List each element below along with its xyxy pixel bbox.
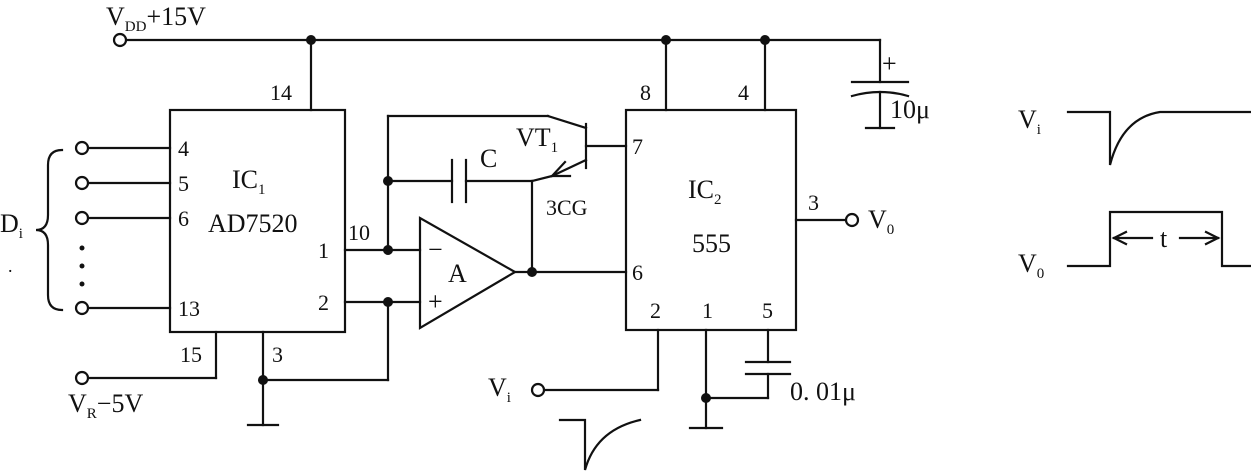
ic1-pin6: 6 xyxy=(178,206,189,231)
ic1-pin13: 13 xyxy=(178,296,200,321)
ic2-box xyxy=(624,108,798,332)
ic1-name: IC1 xyxy=(232,165,266,198)
opamp-plus: + xyxy=(428,287,443,316)
digital-inputs xyxy=(35,140,172,316)
ic1-box xyxy=(168,108,347,334)
ic2-name: IC2 xyxy=(688,175,722,208)
vt1-label: VT1 xyxy=(516,123,558,156)
cap-10u-label: 10μ xyxy=(890,95,930,124)
vdd-label: VDD+15V xyxy=(106,2,206,35)
ic1-pin14: 14 xyxy=(270,80,292,105)
vt1-type: 3CG xyxy=(546,195,588,220)
wave-vo-label: V0 xyxy=(1018,249,1044,282)
d-input-4[interactable] xyxy=(74,140,90,156)
ic2-pin4: 4 xyxy=(738,80,749,105)
vdd-rail xyxy=(112,32,882,48)
ic1-pin15: 15 xyxy=(180,342,202,367)
pulse-width-label: t xyxy=(1160,224,1168,253)
vi-trigger-label: Vi xyxy=(488,373,511,406)
ic1-part: AD7520 xyxy=(208,209,298,238)
opamp-name: A xyxy=(448,259,467,288)
cap-c-label: C xyxy=(480,144,497,173)
d-input-13[interactable] xyxy=(74,300,90,316)
digital-input-dot: . xyxy=(8,256,13,276)
ic1-pin10: 10 xyxy=(348,220,370,245)
ic1-pin2: 2 xyxy=(318,290,329,315)
vo-label: V0 xyxy=(868,205,894,238)
ic1-pin5: 5 xyxy=(178,171,189,196)
vdd-terminal[interactable] xyxy=(112,32,128,48)
ic2-pin2: 2 xyxy=(650,298,661,323)
ic2-pin1: 1 xyxy=(702,298,713,323)
capacitor-0-01u xyxy=(704,328,792,400)
wave-vi xyxy=(1066,110,1251,166)
ic2-pin5: 5 xyxy=(762,298,773,323)
vr-terminal[interactable] xyxy=(74,370,90,386)
vi-terminal[interactable] xyxy=(530,382,546,398)
transistor-vt1 xyxy=(530,114,628,274)
d-input-6[interactable] xyxy=(74,210,90,226)
pulse-width-arrow xyxy=(1111,230,1221,246)
vr-label: VR−5V xyxy=(68,389,143,422)
trigger-pulse-wave xyxy=(558,418,642,471)
opamp-minus: − xyxy=(428,235,443,264)
d-input-5[interactable] xyxy=(74,175,90,191)
ic2-pin8: 8 xyxy=(640,80,651,105)
ic1-pin1: 1 xyxy=(318,238,329,263)
ic1-pin4: 4 xyxy=(178,136,189,161)
ic2-pin6: 6 xyxy=(632,260,643,285)
wave-vi-label: Vi xyxy=(1018,105,1041,138)
wave-vo xyxy=(1066,210,1251,268)
cap-10u-polarity: + xyxy=(882,49,897,78)
ic2-pin3: 3 xyxy=(808,190,819,215)
ic1-pin3: 3 xyxy=(272,342,283,367)
cap-001u-label: 0. 01μ xyxy=(790,377,856,406)
vo-terminal[interactable] xyxy=(844,212,860,228)
capacitor-c xyxy=(386,158,534,204)
digital-input-label: Di xyxy=(0,209,23,242)
ic2-part: 555 xyxy=(692,229,731,258)
ic2-pin7: 7 xyxy=(632,134,643,159)
capacitor-10u xyxy=(850,38,910,130)
